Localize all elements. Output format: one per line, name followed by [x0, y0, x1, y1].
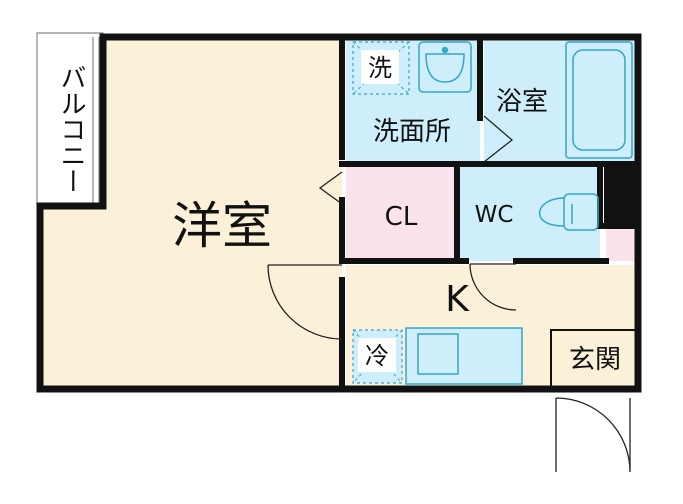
bath-door — [483, 115, 514, 163]
washer-label: 洗 — [368, 54, 392, 82]
toilet-icon — [538, 193, 599, 231]
fridge-label: 冷 — [365, 342, 389, 370]
closet-door — [318, 171, 343, 205]
closet-floor — [346, 167, 454, 261]
bathtub-icon — [565, 41, 633, 159]
toilet-label: WC — [475, 202, 514, 228]
washroom-label: 洗面所 — [373, 117, 451, 147]
doors — [267, 115, 631, 473]
wall-pillar — [604, 165, 638, 224]
bathroom-label: 浴室 — [496, 87, 548, 117]
entry-door-swing — [555, 397, 631, 473]
toilet-door-swing — [469, 263, 517, 311]
western-room-label: 洋室 — [172, 197, 272, 255]
balcony-label: バルコニー — [56, 64, 86, 194]
pink-niche — [606, 226, 638, 261]
balcony-floor — [37, 33, 103, 206]
bathroom-floor — [484, 37, 638, 161]
entrance-step — [550, 329, 639, 390]
kitchen-counter — [405, 327, 523, 385]
entrance-floor — [551, 330, 638, 389]
western-door-swing — [267, 264, 343, 340]
closet-label: CL — [385, 202, 418, 232]
kitchen-label: K — [445, 279, 470, 320]
washbasin-icon — [418, 41, 472, 93]
entrance-label: 玄関 — [569, 345, 621, 375]
toilet-floor — [460, 167, 600, 261]
